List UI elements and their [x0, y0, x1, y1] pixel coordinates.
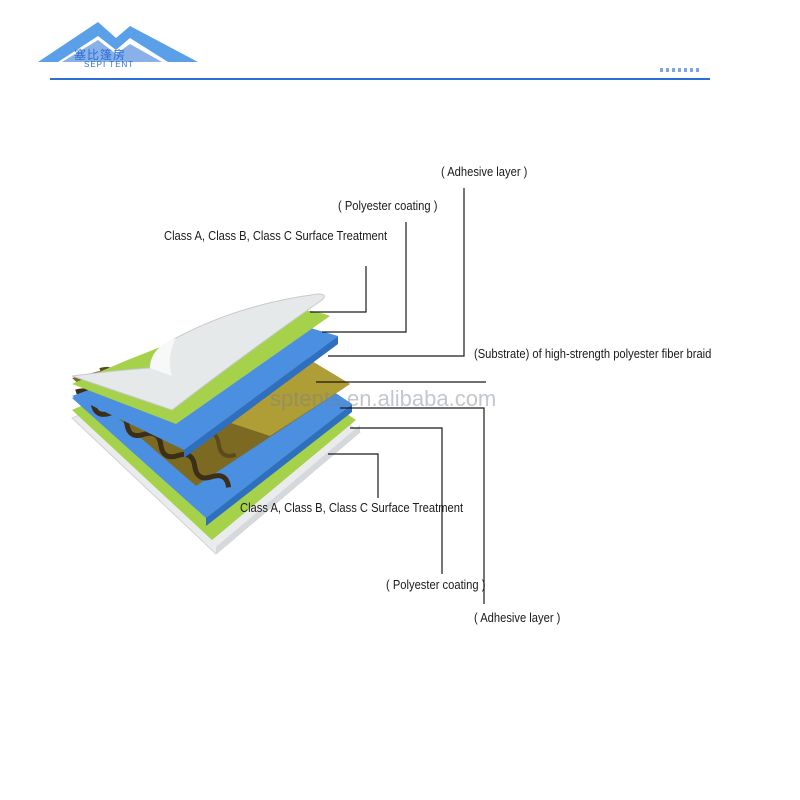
- logo-name-en: SEPI TENT: [84, 60, 135, 69]
- label-bottom-surface: Class A, Class B, Class C Surface Treatm…: [240, 500, 464, 515]
- label-top-surface: Class A, Class B, Class C Surface Treatm…: [164, 228, 388, 243]
- label-top-adhesive: ( Adhesive layer ): [441, 164, 528, 179]
- leader-top-polyester: [322, 222, 407, 333]
- bottom-adhesive-edge: [206, 404, 352, 526]
- label-substrate: (Substrate) of high-strength polyester f…: [474, 346, 712, 361]
- logo-name-cn: 塞比篷房: [74, 48, 127, 62]
- leader-top-adhesive: [328, 188, 465, 357]
- label-top-polyester: ( Polyester coating ): [338, 198, 438, 213]
- header-rule: [50, 78, 710, 80]
- mountain-logo-icon: [38, 22, 198, 62]
- label-bottom-adhesive: ( Adhesive layer ): [474, 610, 561, 625]
- leader-bottom-adhesive: [340, 407, 485, 604]
- leader-bottom-polyester: [350, 427, 443, 574]
- leader-bottom-surface: [328, 453, 379, 498]
- bottom-surface-edge: [216, 425, 360, 554]
- label-bottom-polyester: ( Polyester coating ): [386, 577, 486, 592]
- top-surface-curl: [150, 338, 176, 376]
- watermark: sptents.en.alibaba.com: [270, 386, 497, 411]
- leader-top-surface: [310, 266, 367, 313]
- top-surface-layer: [71, 293, 325, 411]
- leader-lines: [310, 188, 486, 604]
- top-adhesive-edge: [184, 336, 338, 458]
- header-dots: [660, 68, 700, 72]
